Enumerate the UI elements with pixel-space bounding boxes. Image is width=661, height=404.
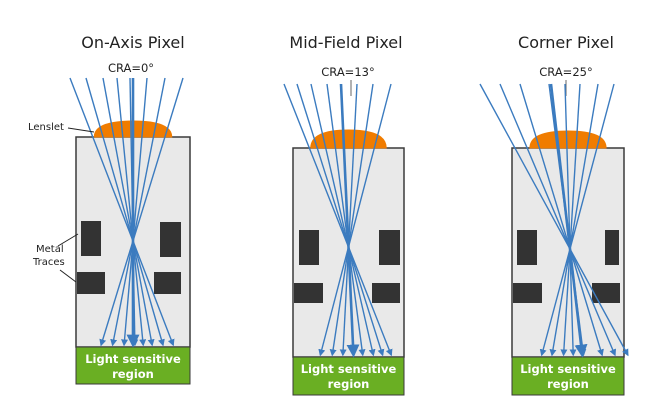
light-ray <box>310 83 376 357</box>
cra-label-corner: CRA=25° <box>539 65 592 79</box>
cra-label-mid-field: CRA=13° <box>321 65 374 79</box>
chief-ray <box>339 83 360 358</box>
light-ray <box>318 83 392 357</box>
light-ray <box>121 77 148 347</box>
light-ray <box>110 77 166 347</box>
metal-trace <box>513 283 542 303</box>
metal-trace <box>517 230 537 265</box>
panel-title-mid-field: Mid-Field Pixel <box>289 33 402 52</box>
metal-trace <box>294 283 323 303</box>
metal-traces-pointer-lower <box>59 269 77 283</box>
cra-label-on-axis: CRA=0° <box>108 61 154 75</box>
metal-trace <box>592 283 620 303</box>
metal-trace <box>605 230 619 265</box>
light-sensitive-region <box>511 356 625 396</box>
metal-traces-label-line2: Traces <box>32 257 65 268</box>
metal-traces-label-line1: Metal <box>36 244 64 255</box>
light-ray <box>560 83 581 357</box>
panel-title-on-axis: On-Axis Pixel <box>81 33 184 52</box>
light-ray <box>102 77 155 347</box>
region-label-line1: Light sensitive <box>301 362 397 376</box>
light-ray <box>69 77 175 347</box>
metal-trace <box>81 221 101 256</box>
region-label-line2: region <box>328 377 370 391</box>
lenslet-pointer <box>67 127 95 133</box>
metal-trace <box>160 222 181 257</box>
light-ray <box>339 83 358 357</box>
light-ray <box>283 83 393 357</box>
region-label-line1: Light sensitive <box>85 352 181 366</box>
lenslet <box>529 130 607 149</box>
light-ray <box>85 77 165 347</box>
light-ray <box>519 83 604 357</box>
metal-trace <box>77 272 105 294</box>
region-label-line2: region <box>547 377 589 391</box>
metal-traces-pointer-upper <box>57 233 79 247</box>
metal-trace <box>299 230 319 265</box>
light-ray <box>296 83 385 357</box>
panel-title-corner: Corner Pixel <box>518 33 614 52</box>
lenslet-label: Lenslet <box>28 122 64 133</box>
light-sensitive-region <box>292 356 405 396</box>
light-ray <box>329 83 374 357</box>
metal-trace <box>154 272 181 294</box>
light-ray <box>99 77 184 347</box>
chief-ray <box>549 83 588 358</box>
light-ray <box>499 83 617 357</box>
light-ray <box>564 83 577 357</box>
region-label-line2: region <box>112 367 154 381</box>
metal-trace <box>379 230 400 265</box>
light-ray <box>326 83 366 357</box>
light-ray <box>539 83 615 357</box>
light-ray <box>479 83 629 357</box>
light-sensitive-region <box>75 346 191 385</box>
metal-trace <box>372 283 400 303</box>
region-label-line1: Light sensitive <box>520 362 616 376</box>
light-ray <box>549 83 599 357</box>
light-ray <box>116 77 147 347</box>
